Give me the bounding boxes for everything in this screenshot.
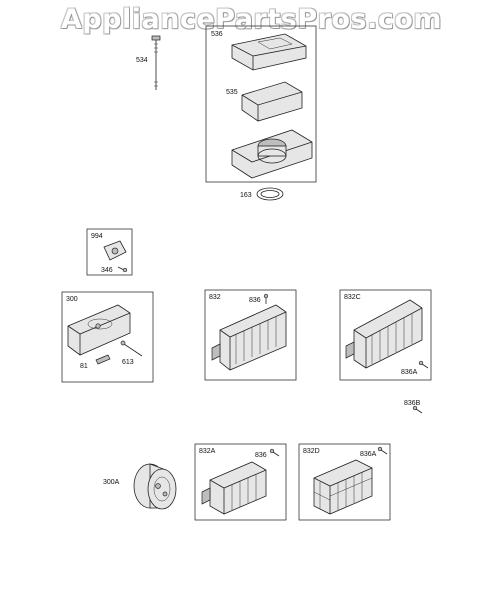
- part-832-guard[interactable]: [211, 304, 287, 371]
- callout-536: 536: [211, 31, 223, 38]
- callout-613: 613: [122, 359, 134, 366]
- callout-832C: 832C: [344, 294, 361, 301]
- part-536-cover[interactable]: [231, 33, 307, 71]
- part-836-screw-2[interactable]: [269, 448, 280, 457]
- callout-300A: 300A: [103, 479, 120, 486]
- callout-836B: 836B: [404, 400, 421, 407]
- part-994-box: [86, 228, 133, 276]
- callout-836: 836: [249, 297, 261, 304]
- part-832-box: [204, 289, 297, 381]
- part-832C-guard[interactable]: [345, 299, 423, 369]
- part-346-screw[interactable]: [117, 266, 128, 273]
- part-163-gasket[interactable]: [256, 187, 284, 201]
- part-300-muffler[interactable]: [67, 304, 131, 356]
- callout-535: 535: [226, 89, 238, 96]
- air-cleaner-group-box: [205, 25, 317, 183]
- part-832D-box: [298, 443, 391, 521]
- part-534-bolt[interactable]: [151, 35, 161, 90]
- callout-836A-1: 836A: [401, 369, 418, 376]
- part-836A-screw-1[interactable]: [418, 360, 429, 369]
- callout-994: 994: [91, 233, 103, 240]
- part-836-screw-1[interactable]: [263, 293, 269, 304]
- callout-836-2: 836: [255, 452, 267, 459]
- part-300A-muffler[interactable]: [133, 463, 177, 510]
- air-cleaner-base[interactable]: [231, 129, 313, 179]
- part-836A-screw-2[interactable]: [377, 446, 388, 455]
- part-832A-box: [194, 443, 287, 521]
- part-832A-guard[interactable]: [201, 461, 267, 515]
- callout-346: 346: [101, 267, 113, 274]
- callout-832: 832: [209, 294, 221, 301]
- watermark: AppliancePartsPros.com: [60, 4, 443, 35]
- part-300-box: [61, 291, 154, 383]
- callout-81: 81: [80, 363, 88, 370]
- part-81-bracket[interactable]: [95, 354, 111, 365]
- part-832C-box: [339, 289, 432, 381]
- callout-832D: 832D: [303, 448, 320, 455]
- callout-534: 534: [136, 57, 148, 64]
- callout-836A-2: 836A: [360, 451, 377, 458]
- callout-832A: 832A: [199, 448, 216, 455]
- part-613-bolt[interactable]: [120, 340, 143, 357]
- part-836B-screw[interactable]: [412, 405, 423, 414]
- callout-300: 300: [66, 296, 78, 303]
- part-535-filter[interactable]: [241, 81, 303, 122]
- part-994-plate[interactable]: [103, 240, 127, 261]
- callout-163: 163: [240, 192, 252, 199]
- part-832D-guard[interactable]: [313, 459, 373, 515]
